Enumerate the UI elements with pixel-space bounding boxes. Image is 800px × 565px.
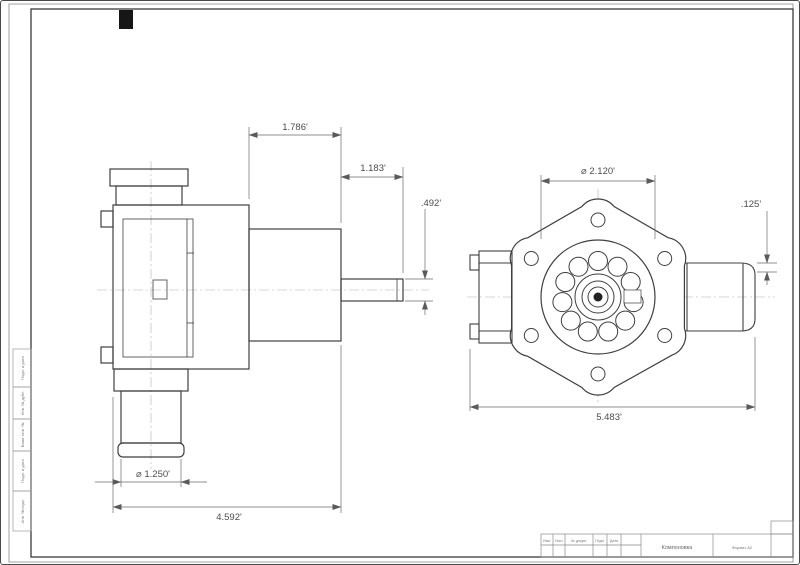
sheet-frame bbox=[8, 3, 794, 563]
dim-shaft-step bbox=[405, 209, 433, 315]
margin-strip-label: Инв. № дубл. bbox=[20, 391, 25, 416]
margin-strip-label: Инв. № подл. bbox=[20, 499, 25, 524]
keyway-detail bbox=[623, 289, 642, 304]
dim-shaft-length bbox=[340, 167, 404, 273]
dim-label-plate-thickness: .125' bbox=[741, 199, 761, 210]
dim-overall-width bbox=[469, 337, 756, 411]
dim-label-shaft-length: 1.183' bbox=[360, 163, 386, 174]
dim-label-overall-width: 5.483' bbox=[596, 412, 622, 423]
title-block-format: Формат А2 bbox=[732, 545, 753, 550]
bolt-holes bbox=[523, 212, 673, 382]
pump-faceplate-detail bbox=[122, 218, 398, 358]
dim-label-bolt-circle: ⌀ 2.120' bbox=[581, 166, 615, 177]
margin-strips: Подп. и дата Инв. № дубл. Взам. инв. № П… bbox=[12, 348, 32, 532]
margin-strip-label: Подп. и дата bbox=[20, 458, 25, 482]
boss-circle bbox=[540, 239, 656, 355]
dim-plate-thickness bbox=[757, 211, 777, 285]
inlet-port bbox=[469, 250, 513, 344]
title-block-cell: Лист bbox=[555, 539, 563, 543]
title-block-title: Компоновка bbox=[662, 545, 694, 551]
dim-label-shaft-step: .492' bbox=[421, 198, 441, 209]
impeller-circles bbox=[552, 251, 644, 342]
side-view: 1.786' 1.183' .492' ⌀ 1.250' bbox=[95, 122, 441, 523]
dim-motor-width bbox=[248, 127, 342, 223]
dim-outlet-dia bbox=[95, 459, 207, 487]
dim-body-length bbox=[112, 345, 342, 513]
title-block-cell: № докум. bbox=[571, 539, 587, 543]
centerlines bbox=[97, 161, 429, 469]
title-block: Изм. Лист № докум. Подп. Дата Компоновка… bbox=[540, 520, 794, 558]
title-block-cell: Изм. bbox=[543, 539, 551, 543]
dim-label-motor-width: 1.786' bbox=[282, 122, 308, 133]
margin-strip-label: Взам. инв. № bbox=[20, 423, 25, 448]
title-block-cell: Дата bbox=[610, 539, 618, 543]
title-block-cell: Подп. bbox=[595, 539, 605, 543]
hub bbox=[574, 273, 642, 321]
dim-label-outlet-dia: ⌀ 1.250' bbox=[136, 469, 170, 480]
pump-body-outline bbox=[100, 168, 404, 458]
front-view: ⌀ 2.120' .125' 5.483' bbox=[467, 166, 777, 423]
frame-corner-mark bbox=[119, 10, 133, 29]
hose-barb bbox=[685, 262, 756, 332]
dim-label-body-length: 4.592' bbox=[216, 512, 242, 523]
dim-bolt-circle bbox=[540, 175, 656, 239]
margin-strip-label: Подп. и дата bbox=[20, 355, 25, 379]
